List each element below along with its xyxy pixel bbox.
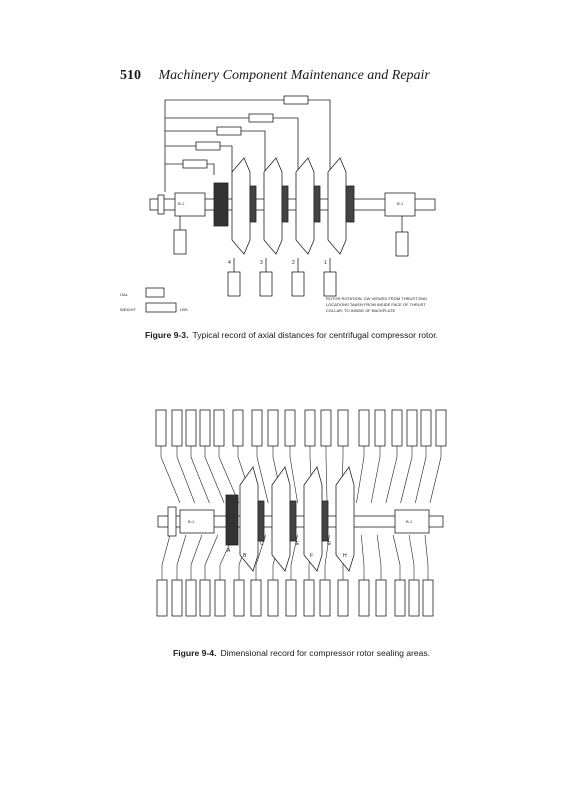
figure-caption: Figure 9-4.Dimensional record for compre… (173, 648, 430, 658)
lbs-label: LBS. (180, 307, 189, 312)
bottom-record-box (171, 579, 183, 617)
dimension-box (248, 113, 274, 123)
top-record-box (267, 409, 279, 447)
rotation-note-line: ROTOR ROTATION: CW VIEWED FROM THRUST EN… (326, 296, 427, 301)
bottom-record-box (285, 579, 297, 617)
top-record-box (420, 409, 432, 447)
top-record-box (284, 409, 296, 447)
bottom-record-box (337, 579, 349, 617)
stage-label: 3 (260, 260, 263, 266)
bearing-label-right: B.J. (406, 519, 413, 524)
impeller (271, 466, 291, 572)
oal-label: OAL (120, 292, 129, 297)
stage-label: 2 (292, 260, 295, 266)
top-record-box (320, 409, 332, 447)
bottom-record-box (233, 579, 245, 617)
bearing-record-box-right (395, 231, 409, 257)
figure-caption-text: Dimensional record for compressor rotor … (220, 648, 431, 658)
top-record-box (374, 409, 386, 447)
section-letter: C (260, 541, 264, 547)
bottom-record-box (394, 579, 406, 617)
dimension-box (182, 159, 208, 169)
figure-label: Figure 9-4. (173, 648, 217, 658)
stage-record-box (291, 271, 305, 297)
top-record-box (232, 409, 244, 447)
impeller-3 (263, 157, 283, 255)
dimension-box (283, 95, 309, 105)
weight-label: WEIGHT (120, 307, 137, 312)
bearing-label-left: B.J. (178, 201, 185, 206)
bearing-label-right: B.J. (397, 201, 404, 206)
bearing-label-left: B.J. (188, 519, 195, 524)
top-record-box (185, 409, 197, 447)
top-record-box (391, 409, 403, 447)
impeller (303, 466, 323, 572)
section-letter: F (310, 553, 313, 559)
figure-label: Figure 9-3. (145, 330, 189, 340)
book-title: Machinery Component Maintenance and Repa… (158, 68, 430, 83)
stage-record-box (227, 271, 241, 297)
bottom-record-box (185, 579, 197, 617)
impeller-1 (327, 157, 347, 255)
top-record-box (199, 409, 211, 447)
bottom-record-box (156, 579, 168, 617)
oal-box (145, 287, 165, 298)
top-record-box (358, 409, 370, 447)
dimension-box (216, 126, 242, 136)
bottom-record-box (250, 579, 262, 617)
bearing-record-box-left (173, 229, 187, 255)
dimension-box (195, 141, 221, 151)
stage-label: 4 (228, 260, 231, 266)
top-record-box (213, 409, 225, 447)
rotation-note-line: COLLAR, TO INSIDE OF BACKPLATE (326, 308, 395, 313)
top-record-box (337, 409, 349, 447)
bottom-record-box (267, 579, 279, 617)
top-record-box (406, 409, 418, 447)
balance-drum (225, 494, 239, 546)
page-header: 510 Machinery Component Maintenance and … (120, 68, 430, 84)
section-letter: A (227, 548, 231, 554)
bottom-record-box (214, 579, 226, 617)
section-letter: B (243, 553, 247, 559)
impeller (239, 466, 259, 572)
top-record-box (304, 409, 316, 447)
bottom-record-box (319, 579, 331, 617)
bottom-record-box (199, 579, 211, 617)
figure-caption: Figure 9-3.Typical record of axial dista… (145, 330, 438, 340)
stage-record-box (323, 271, 337, 297)
weight-box (145, 302, 177, 313)
section-letter: E (296, 541, 300, 547)
impeller (335, 466, 355, 572)
bottom-record-box (303, 579, 315, 617)
bottom-record-box (375, 579, 387, 617)
top-record-box (435, 409, 447, 447)
rotation-note-line: LOCATIONS TAKEN FROM INSIDE FACE OF THRU… (326, 302, 426, 307)
section-letter: G (327, 541, 331, 547)
top-record-box (155, 409, 167, 447)
stage-record-box (259, 271, 273, 297)
balance-drum (213, 182, 229, 227)
top-record-box (251, 409, 263, 447)
axial-distance-diagram: B.J. B.J. 4 3 2 1 OAL WEIGHT LBS. ROTOR … (120, 95, 436, 313)
stage-label: 1 (324, 260, 327, 266)
page-number: 510 (120, 68, 141, 83)
bottom-record-box (408, 579, 420, 617)
impeller-4 (231, 157, 251, 255)
bottom-record-box (358, 579, 370, 617)
figure-caption-text: Typical record of axial distances for ce… (192, 330, 438, 340)
sealing-area-diagram: B.J. B.J. A B C E F G H (155, 409, 447, 617)
impeller-2 (295, 157, 315, 255)
bottom-record-box (422, 579, 434, 617)
top-record-box (171, 409, 183, 447)
section-letter: H (343, 553, 347, 559)
